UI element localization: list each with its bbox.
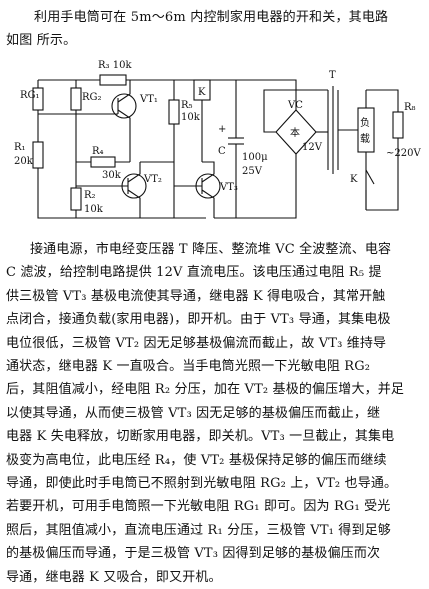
label-r5: R₅	[181, 100, 193, 111]
label-rb: R₈	[404, 102, 416, 113]
body-line: 后，其阻值减小，经电阻 R₂ 分压，加在 VT₂ 基极的偏压增大，并足	[6, 382, 405, 398]
label-r1-value: 20k	[14, 156, 34, 167]
label-r5-value: 10k	[181, 112, 201, 123]
label-relay-k: K	[198, 87, 206, 98]
body-line: C 滤波，给控制电路提供 12V 直流电压。该电压通过电阻 R₅ 提	[6, 265, 382, 281]
body-line: 的基极偏压而导通，于是三极管 VT₃ 因得到足够的基极偏压而次	[6, 546, 381, 562]
label-rg2: RG₂	[82, 92, 102, 103]
label-cap-value: 100μ	[242, 152, 268, 163]
body-line: 接通电源，市电经变压器 T 降压、整流堆 VC 全波整流、电容	[30, 242, 392, 257]
body-line: 导通，继电器 K 又吸合，即又开机。	[6, 569, 222, 585]
label-vt1: VT₁	[139, 94, 158, 105]
label-rg1: RG₁	[20, 90, 40, 101]
label-vt2: VT₂	[143, 174, 162, 185]
body-line: 若要开机，可用手电筒照一下光敏电阻 RG₁ 即可。因为 RG₁ 受光	[6, 499, 391, 515]
label-cap-voltage: 25V	[242, 166, 263, 177]
label-vc: VC	[287, 100, 303, 111]
body-line: 点闭合，接通负载(家用电器)，即开机。由于 VT₃ 导通，其集电极	[6, 312, 391, 328]
label-switch-k: K	[350, 174, 358, 185]
label-transformer: T	[329, 70, 336, 81]
body-line: 导通，即使此时手电筒已不照射到光敏电阻 RG₂ 上，VT₂ 也导通。	[6, 476, 398, 492]
label-r1: R₁	[14, 142, 26, 153]
body-paragraph: 接通电源，市电经变压器 T 降压、整流堆 VC 全波整流、电容 C 滤波，给控制…	[6, 238, 424, 589]
body-line: 电器 K 失电释放，切断家用电器，即关机。VT₃ 一旦截止，其集电	[6, 429, 395, 445]
body-line: 极变为高电位，此电压经 R₄，使 VT₂ 基极保持足够的偏压而继续	[6, 452, 387, 468]
label-r2-value: 10k	[84, 204, 104, 215]
body-line: 照后，其阻值减小，直流电压通过 R₁ 分压，三极管 VT₁ 得到足够	[6, 522, 391, 538]
label-cap-plus: +	[218, 124, 226, 135]
label-load-1: 负	[360, 116, 370, 129]
circuit-diagram: RG₁ RG₂ R₃ 10k VT₁ R₅ 10k K R₄ 30k R₁ 20…	[14, 60, 421, 219]
label-cap: C	[218, 146, 226, 157]
body-line: 电位很低，三极管 VT₂ 因无足够基极偏流而截止，故 VT₃ 维持导	[6, 335, 387, 351]
body-line: 以使其导通，从而使三极管 VT₃ 因无足够的基极偏压而截止，继	[6, 405, 381, 421]
body-line: 通状态，继电器 K 一直吸合。当手电筒光照一下光敏电阻 RG₂	[6, 359, 371, 375]
intro-line: 利用手电筒可在 5m～6m 内控制家用电器的开和关，其电路	[34, 10, 389, 25]
label-load-2: 载	[360, 133, 370, 145]
intro-line: 如图 所示。	[6, 33, 77, 48]
label-vt3: VT₃	[219, 182, 238, 193]
label-r2: R₂	[84, 190, 96, 201]
body-line: 供三极管 VT₃ 基极电流使其导通，继电器 K 得电吸合，其常开触	[6, 288, 386, 304]
label-220v: ~220V	[386, 148, 421, 159]
label-bridge: 本	[290, 126, 300, 139]
label-r4: R₄	[92, 146, 104, 157]
label-12v: 12V	[302, 142, 323, 153]
intro-paragraph: 利用手电筒可在 5m～6m 内控制家用电器的开和关，其电路 如图 所示。	[6, 6, 424, 52]
label-r4-value: 30k	[102, 170, 122, 181]
label-r3: R₃ 10k	[98, 60, 132, 71]
